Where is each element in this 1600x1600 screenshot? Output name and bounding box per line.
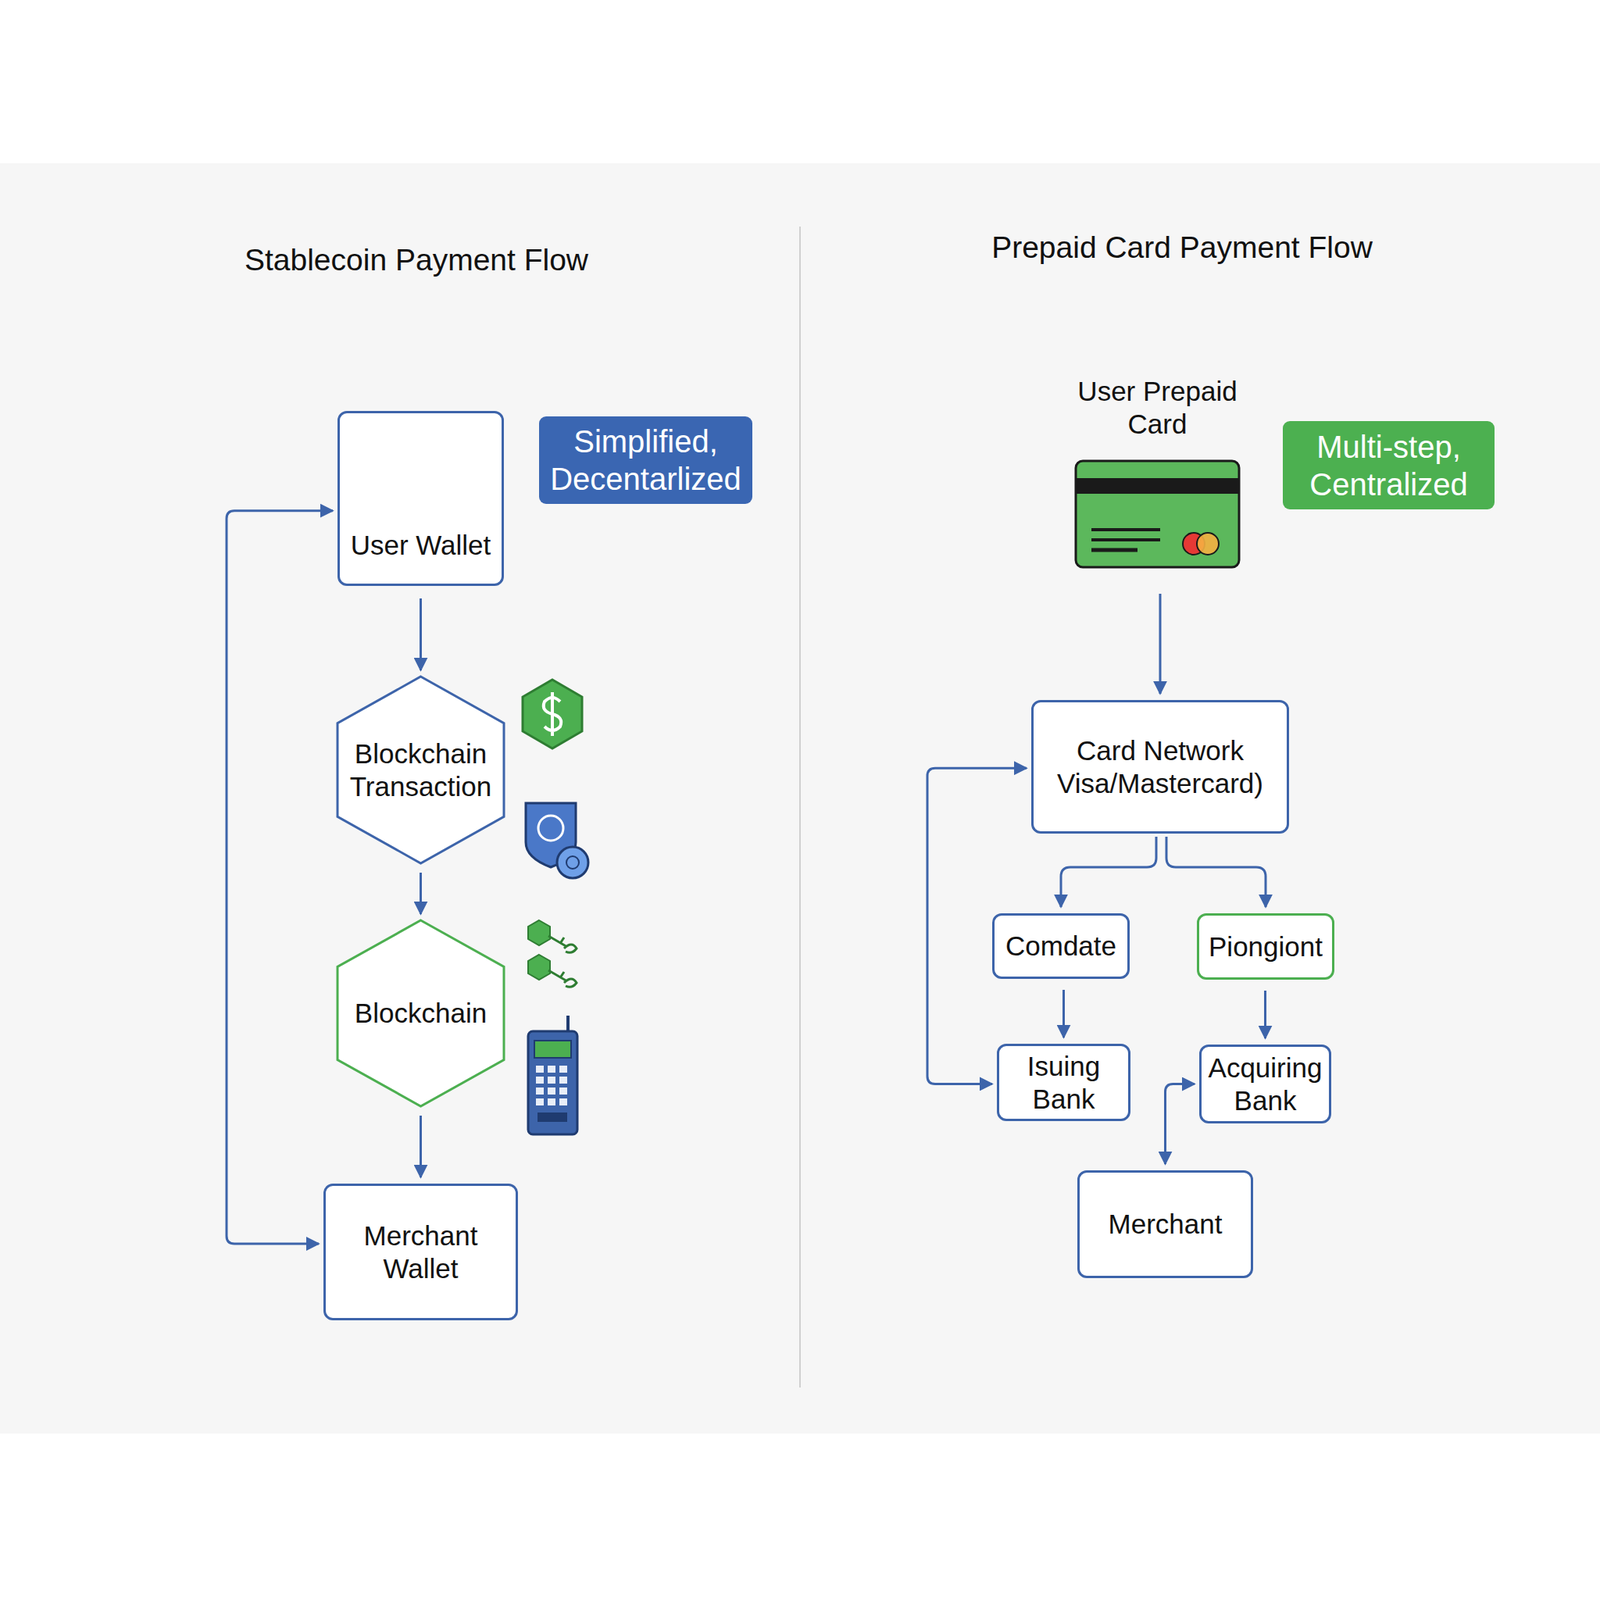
flow-arrow bbox=[1166, 836, 1266, 908]
flow-title: Prepaid Card Payment Flow bbox=[991, 230, 1373, 265]
hexagon-shape bbox=[337, 676, 504, 864]
prepaid-card-illustration bbox=[1075, 460, 1240, 568]
node-label: Simplified, Decentarlized bbox=[548, 422, 743, 498]
flow-arrow bbox=[1165, 1084, 1196, 1165]
process-box: Piongiont bbox=[1196, 913, 1335, 980]
coin-hexagon-icon bbox=[522, 679, 583, 749]
keys-icon bbox=[528, 920, 577, 987]
flow-title: Stablecoin Payment Flow bbox=[244, 242, 589, 278]
flow-arrow bbox=[1062, 989, 1065, 1038]
process-box: Comdate bbox=[992, 913, 1130, 979]
process-box: Card Network Visa/Mastercard) bbox=[1031, 700, 1290, 834]
node-label: User Prepaid Card bbox=[1075, 375, 1240, 441]
wallet-box: Merchant Wallet bbox=[323, 1183, 518, 1321]
flow-arrow bbox=[419, 598, 422, 671]
node-label: Merchant bbox=[1108, 1207, 1223, 1241]
flow-arrow bbox=[1159, 593, 1162, 694]
node-label: Acquiring Bank bbox=[1208, 1051, 1323, 1118]
process-box: Merchant bbox=[1077, 1170, 1254, 1279]
badge: Multi-step, Centralized bbox=[1282, 421, 1495, 510]
node-label: Blockchain bbox=[354, 996, 487, 1030]
node-label: Merchant Wallet bbox=[335, 1219, 507, 1286]
flow-arrow bbox=[419, 872, 422, 915]
hexagon-outline bbox=[337, 676, 504, 864]
hexagon-shape bbox=[337, 920, 504, 1107]
node-label: Multi-step, Centralized bbox=[1292, 428, 1486, 504]
bank-box: Isuing Bank bbox=[996, 1043, 1131, 1122]
flow-arrow bbox=[419, 1115, 422, 1178]
flow-arrow bbox=[1060, 836, 1157, 908]
wallet-box: User Wallet bbox=[337, 410, 504, 586]
calculator-icon bbox=[528, 1015, 578, 1135]
hexagon-node: Blockchain Transaction bbox=[337, 676, 504, 864]
node-label: Comdate bbox=[1005, 929, 1117, 963]
shield-coin-icon bbox=[525, 803, 589, 879]
bank-box: Acquiring Bank bbox=[1199, 1044, 1332, 1124]
divider-line bbox=[799, 226, 801, 1388]
node-label: Blockchain Transaction bbox=[343, 737, 498, 804]
node-label: User Wallet bbox=[350, 528, 492, 562]
node-label: Piongiont bbox=[1208, 930, 1323, 964]
node-label: Isuing Bank bbox=[1008, 1050, 1119, 1116]
badge: Simplified, Decentarlized bbox=[539, 416, 753, 504]
flow-arrow bbox=[226, 510, 333, 1244]
node-label: Card Network Visa/Mastercard) bbox=[1042, 734, 1278, 800]
flow-arrow bbox=[1264, 990, 1267, 1039]
card-node: User Prepaid Card bbox=[1075, 375, 1240, 568]
hexagon-node: Blockchain bbox=[337, 920, 504, 1107]
